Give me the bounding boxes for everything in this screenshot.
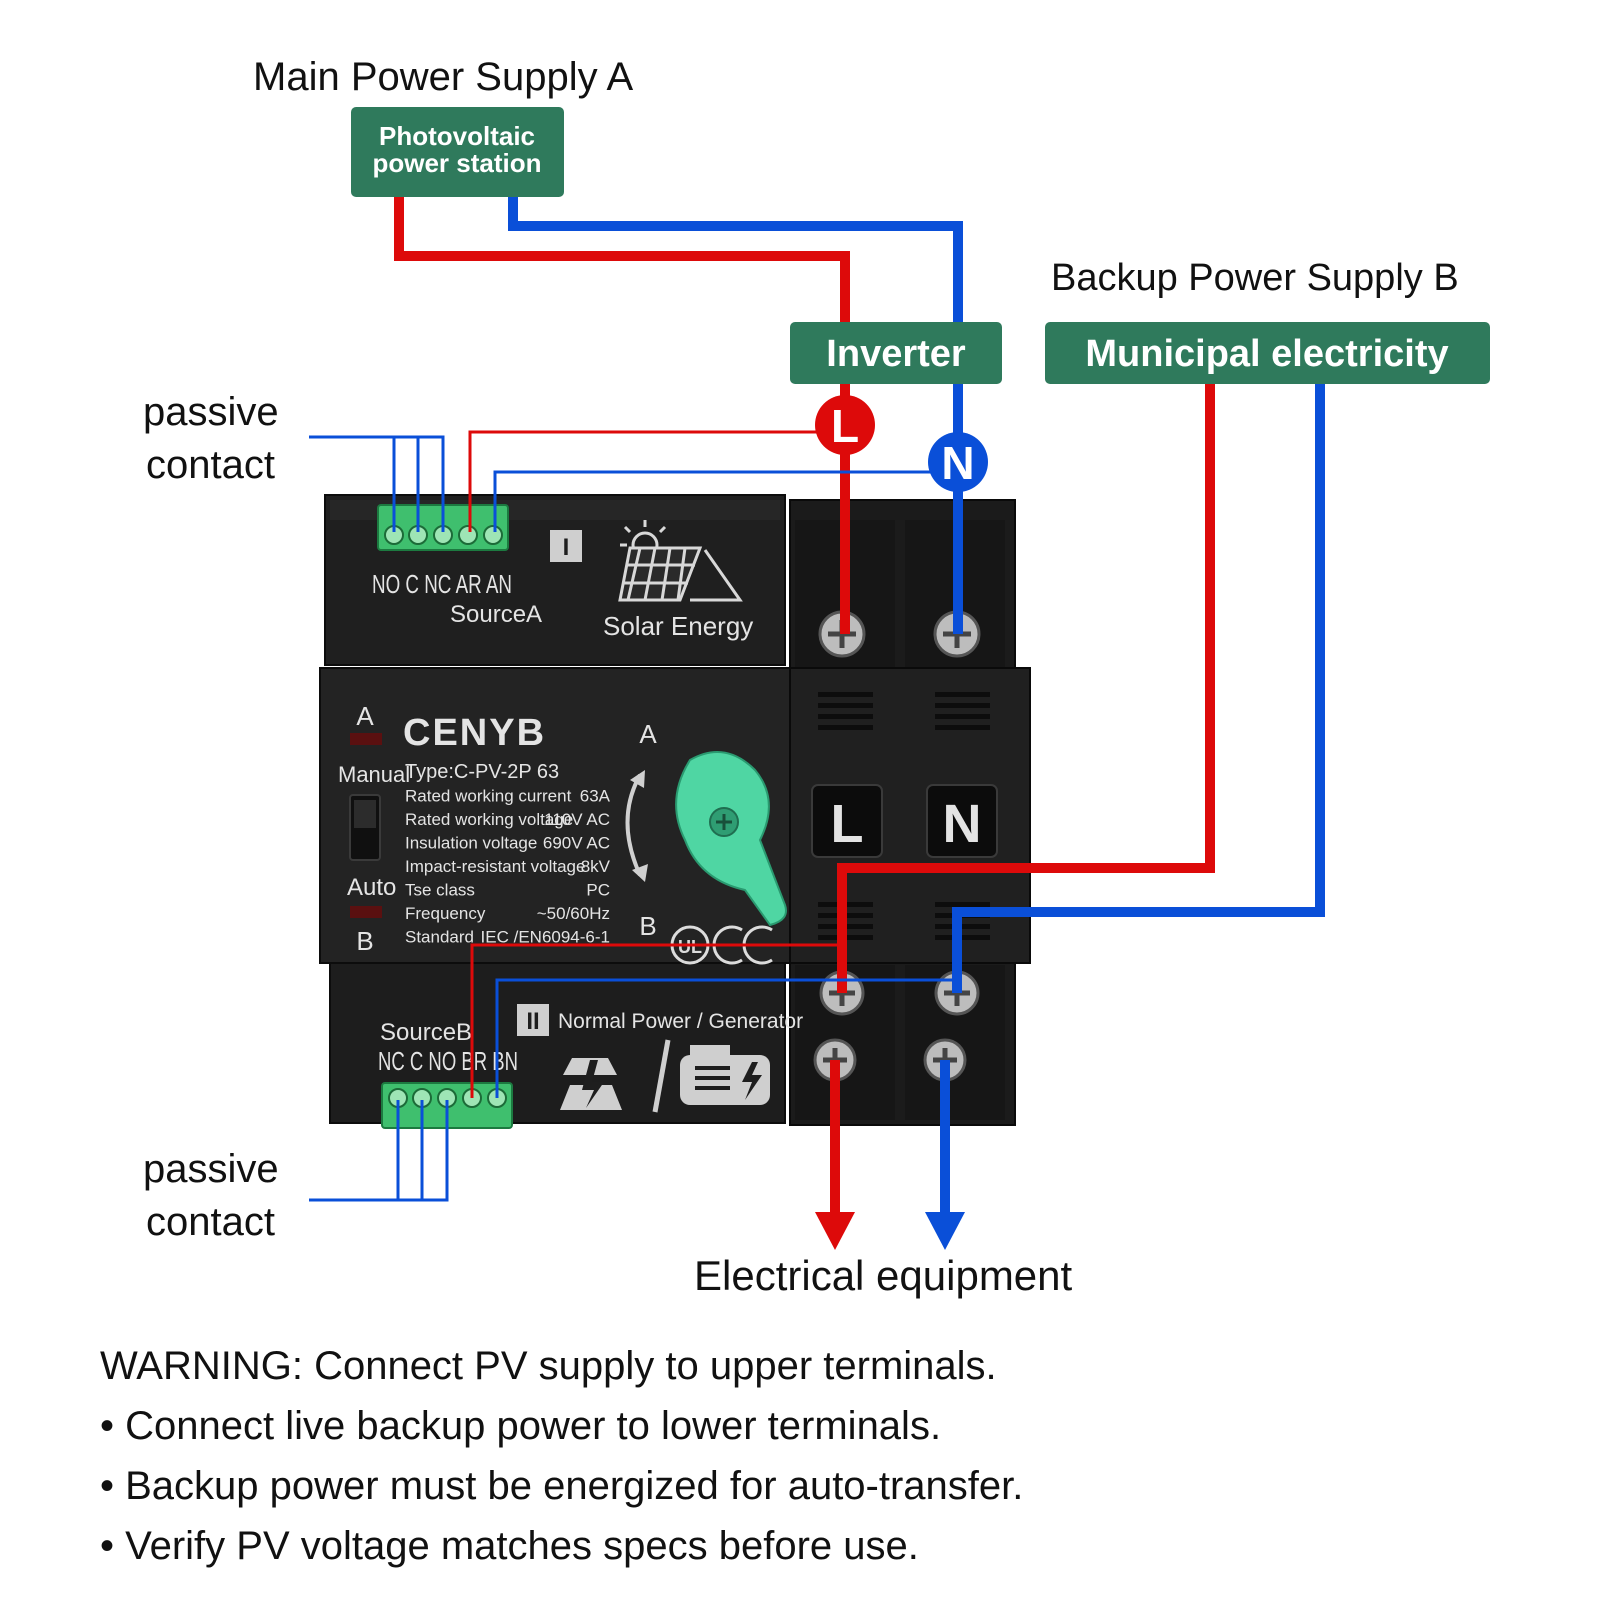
handle-b-label: B (639, 911, 656, 941)
spec-key: Insulation voltage (405, 834, 537, 853)
handle-body[interactable] (675, 751, 787, 927)
section-two-badge (517, 1004, 549, 1036)
warning-line: • Verify PV voltage matches specs before… (100, 1524, 919, 1568)
pv-station-line2: power station (372, 148, 541, 178)
warning-line: • Connect live backup power to lower ter… (100, 1404, 942, 1448)
section-two-label: II (526, 1008, 539, 1035)
spec-key: Rated working voltage (405, 810, 573, 829)
neutral-marker-label: N (941, 437, 974, 489)
passive-top-line1: passive (143, 390, 279, 434)
transfer-handle[interactable] (675, 751, 787, 927)
spec-key: Rated working current (405, 787, 572, 806)
warning-line: • Backup power must be energized for aut… (100, 1464, 1024, 1508)
terminal-l-plate (811, 784, 883, 858)
sense-line-b-live (470, 943, 842, 1098)
inverter-box (790, 322, 1002, 384)
neutral-marker (928, 432, 988, 492)
spec-value: ~50/60Hz (537, 904, 610, 923)
live-marker-label: L (831, 400, 859, 452)
spec-value: 690V AC (543, 834, 610, 853)
solar-energy-label: Solar Energy (603, 611, 753, 641)
warning-line: WARNING: Connect PV supply to upper term… (100, 1344, 997, 1388)
rotation-arrowheads-icon (630, 770, 648, 882)
terminal-n-plate (926, 784, 998, 858)
spec-value: PC (586, 881, 610, 900)
sense-line-b-neutral (495, 978, 957, 1098)
auto-label: Auto (347, 874, 396, 901)
handle-pivot-cross (716, 814, 732, 830)
section-one-label: I (563, 534, 570, 561)
top-terminal-screws (384, 525, 503, 545)
passive-bottom-line-no (309, 1100, 449, 1202)
handle-a-label: A (639, 719, 657, 749)
terminal-l-label: L (831, 794, 864, 854)
municipal-label: Municipal electricity (1085, 333, 1448, 375)
terminal-n-label: N (943, 794, 982, 854)
passive-bottom-line1: passive (143, 1147, 279, 1191)
indicator-b-lamp (350, 906, 382, 918)
spec-value: 110V AC (544, 810, 610, 829)
generator-icon (680, 1045, 770, 1105)
spec-key: Tse class (405, 881, 475, 900)
passive-top-line-nc (309, 435, 445, 532)
top-terminal-labels: NO C NC AR AN (372, 569, 512, 599)
wire-pv-live (394, 197, 850, 322)
spec-table: Type:C-PV-2P 63 Rated working current 63A R… (405, 761, 611, 947)
normal-generator-label: Normal Power / Generator (558, 1010, 803, 1033)
source-a-label: SourceA (450, 601, 542, 628)
manual-label: Manual (338, 762, 410, 787)
pv-station-line1: Photovoltaic (379, 121, 535, 151)
spec-key: Standard (405, 928, 474, 947)
passive-top-line2: contact (146, 443, 275, 487)
spec-value: IEC /EN6094-6-1 (481, 928, 610, 947)
main-supply-label: Main Power Supply A (253, 55, 634, 99)
brand-logo: CENYB (403, 712, 546, 754)
output-live-arrow-icon (815, 1212, 855, 1250)
wire-municipal-neutral (952, 384, 1325, 993)
backup-supply-label: Backup Power Supply B (1051, 257, 1459, 299)
wire-municipal-live (837, 384, 1215, 993)
section-one-badge (550, 530, 582, 562)
source-b-label: SourceB (380, 1019, 472, 1046)
passive-bottom-line2: contact (146, 1200, 275, 1244)
bottom-terminal-labels: NC C NO BR BN (378, 1046, 518, 1076)
inverter-label: Inverter (826, 333, 966, 375)
output-neutral-arrow-icon (925, 1212, 965, 1250)
spec-key: Frequency (405, 904, 486, 923)
spec-key: Type:C-PV-2P 63 (405, 761, 559, 783)
rotation-arrow-icon (625, 774, 642, 876)
spec-value: 63A (580, 787, 611, 806)
sense-line-a-live (468, 430, 845, 532)
equipment-label: Electrical equipment (694, 1252, 1073, 1299)
warning-notes: WARNING: Connect PV supply to upper term… (100, 1336, 1520, 1576)
ul-mark: UL (678, 937, 702, 957)
pv-station-box (351, 107, 564, 197)
transfer-switch-device: L N NO C NC AR AN SourceA I (319, 494, 1031, 1129)
municipal-box (1045, 322, 1490, 384)
spec-key: Impact-resistant voltage (405, 857, 585, 876)
live-marker (815, 395, 875, 455)
solar-panel-icon (618, 520, 743, 602)
wire-pv-neutral (508, 197, 963, 322)
spec-value: 8kV (581, 857, 611, 876)
divider-slash (652, 1039, 671, 1113)
manual-auto-switch-knob (354, 800, 376, 828)
power-tower-icon (560, 1058, 622, 1110)
indicator-b-label: B (356, 926, 373, 956)
indicator-a-lamp (350, 733, 382, 745)
indicator-a-label: A (356, 701, 374, 731)
sense-line-a-neutral (493, 470, 958, 532)
